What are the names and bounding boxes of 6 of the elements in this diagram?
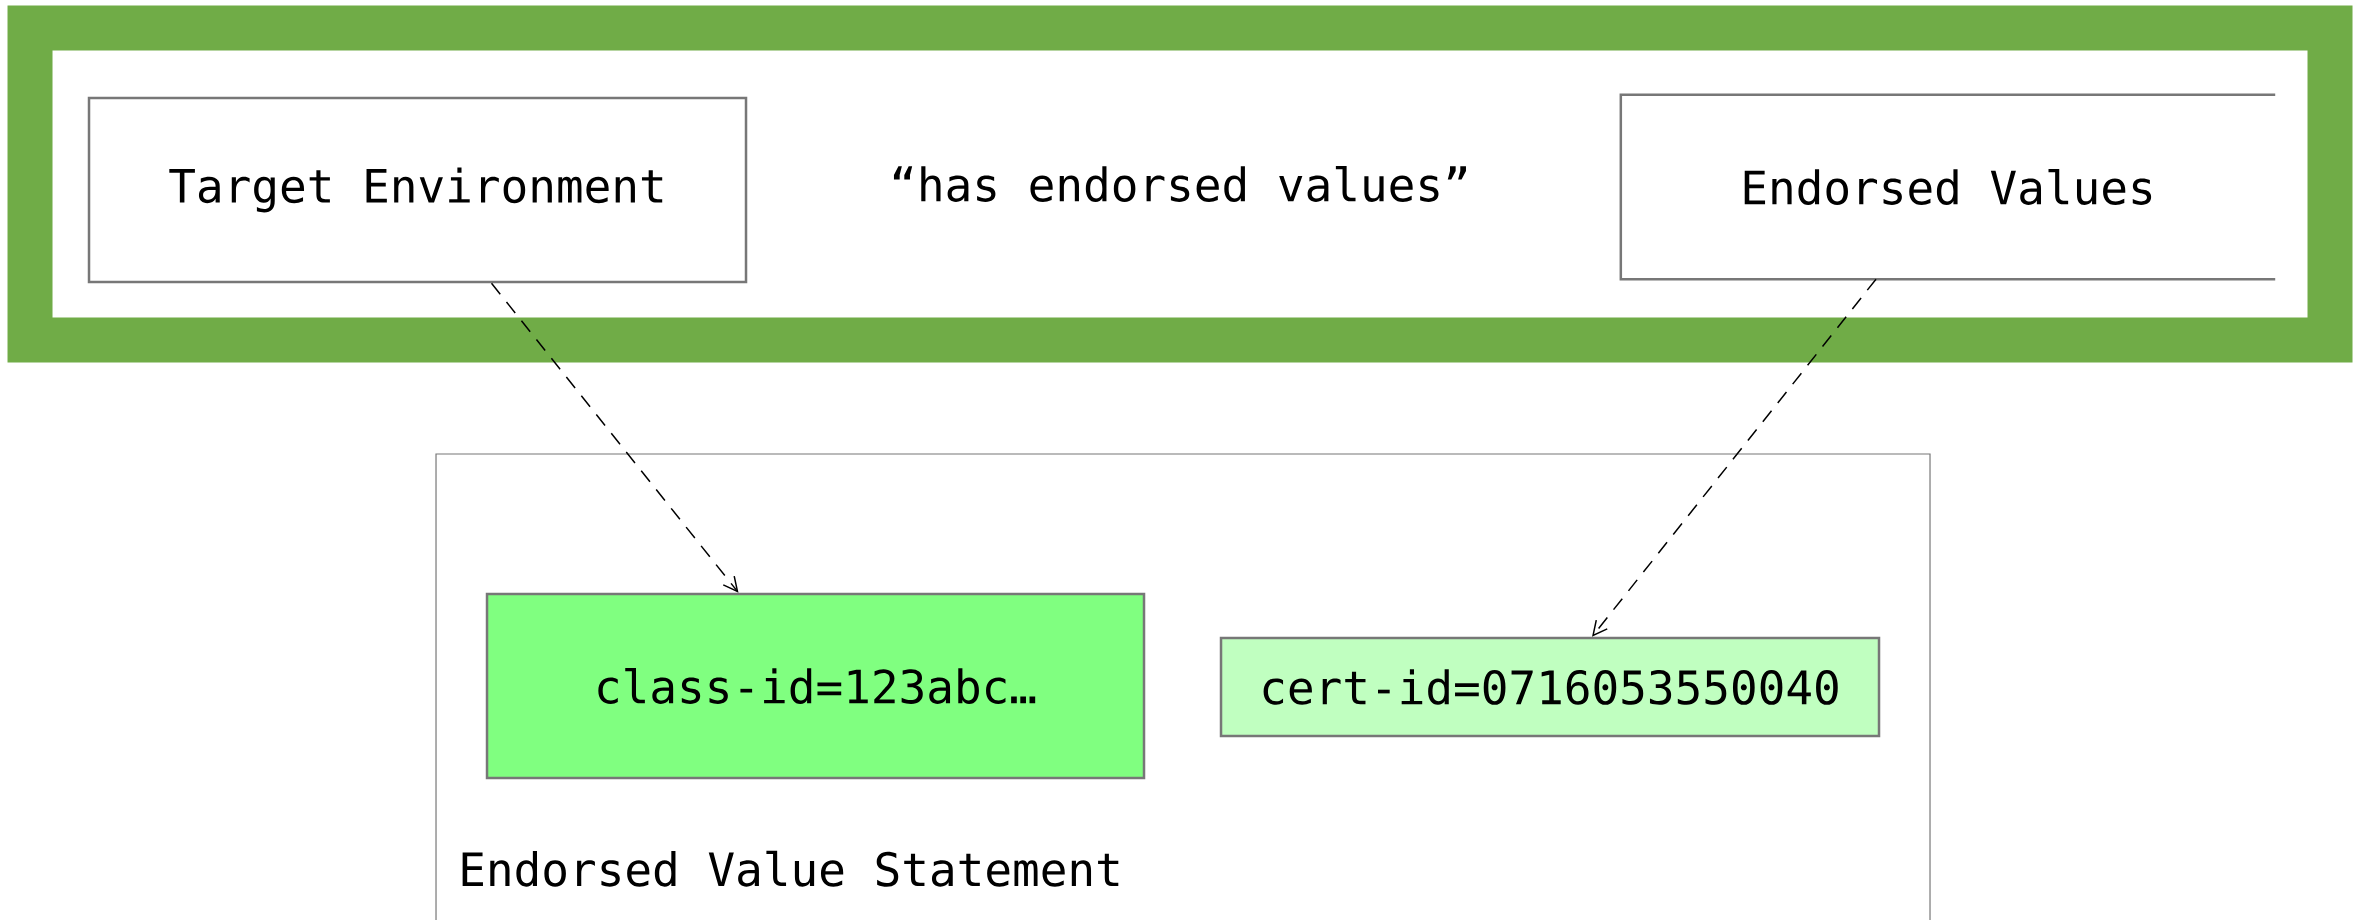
arrow [1592, 278, 1877, 637]
cert-box: cert-id=0716053550040 [1219, 636, 1881, 738]
value-box: Endorsed Values [1619, 93, 2276, 281]
process-box: Target Environment [87, 96, 748, 284]
class-box: class-id=123abc… [485, 592, 1146, 780]
arrow [490, 282, 739, 593]
